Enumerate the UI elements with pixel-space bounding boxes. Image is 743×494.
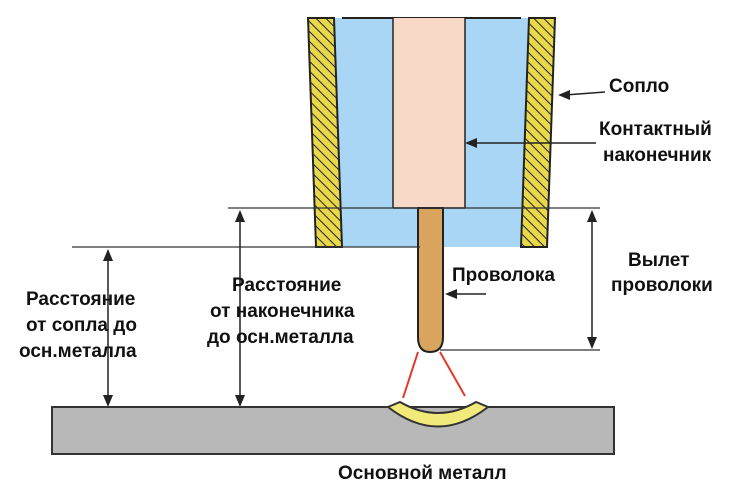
nozzle [306, 17, 557, 248]
label-nozzle-dist-1: Расстояние [26, 289, 135, 310]
label-wire: Проволока [452, 265, 555, 286]
label-nozzle-dist-2: от сопла до [26, 315, 137, 336]
label-stickout-1: Вылет [628, 250, 689, 271]
contact-tip-leader [465, 138, 596, 148]
label-contact-tip-2: наконечник [603, 145, 712, 166]
label-nozzle-dist-3: осн.металла [19, 341, 137, 362]
base-metal-plate [51, 406, 615, 455]
label-tip-dist-3: до осн.металла [207, 327, 354, 348]
tip-distance-arrow [235, 210, 245, 407]
contact-tip [393, 18, 465, 208]
label-nozzle: Сопло [609, 76, 669, 97]
arc-left [402, 351, 419, 399]
label-tip-dist-1: Расстояние [232, 275, 341, 296]
nozzle-wall-right [519, 17, 557, 248]
weld-pool [386, 400, 490, 428]
nozzle-leader [558, 90, 606, 100]
wire-leader [445, 289, 486, 299]
label-contact-tip-1: Контактный [599, 119, 712, 140]
label-stickout-2: проволоки [611, 275, 713, 296]
stickout-arrow [587, 210, 597, 349]
label-base-metal: Основной металл [338, 463, 507, 484]
arc-right [439, 351, 466, 397]
label-tip-dist-2: от наконечника [210, 301, 355, 322]
welding-wire [417, 207, 444, 354]
nozzle-distance-arrow [103, 249, 113, 407]
